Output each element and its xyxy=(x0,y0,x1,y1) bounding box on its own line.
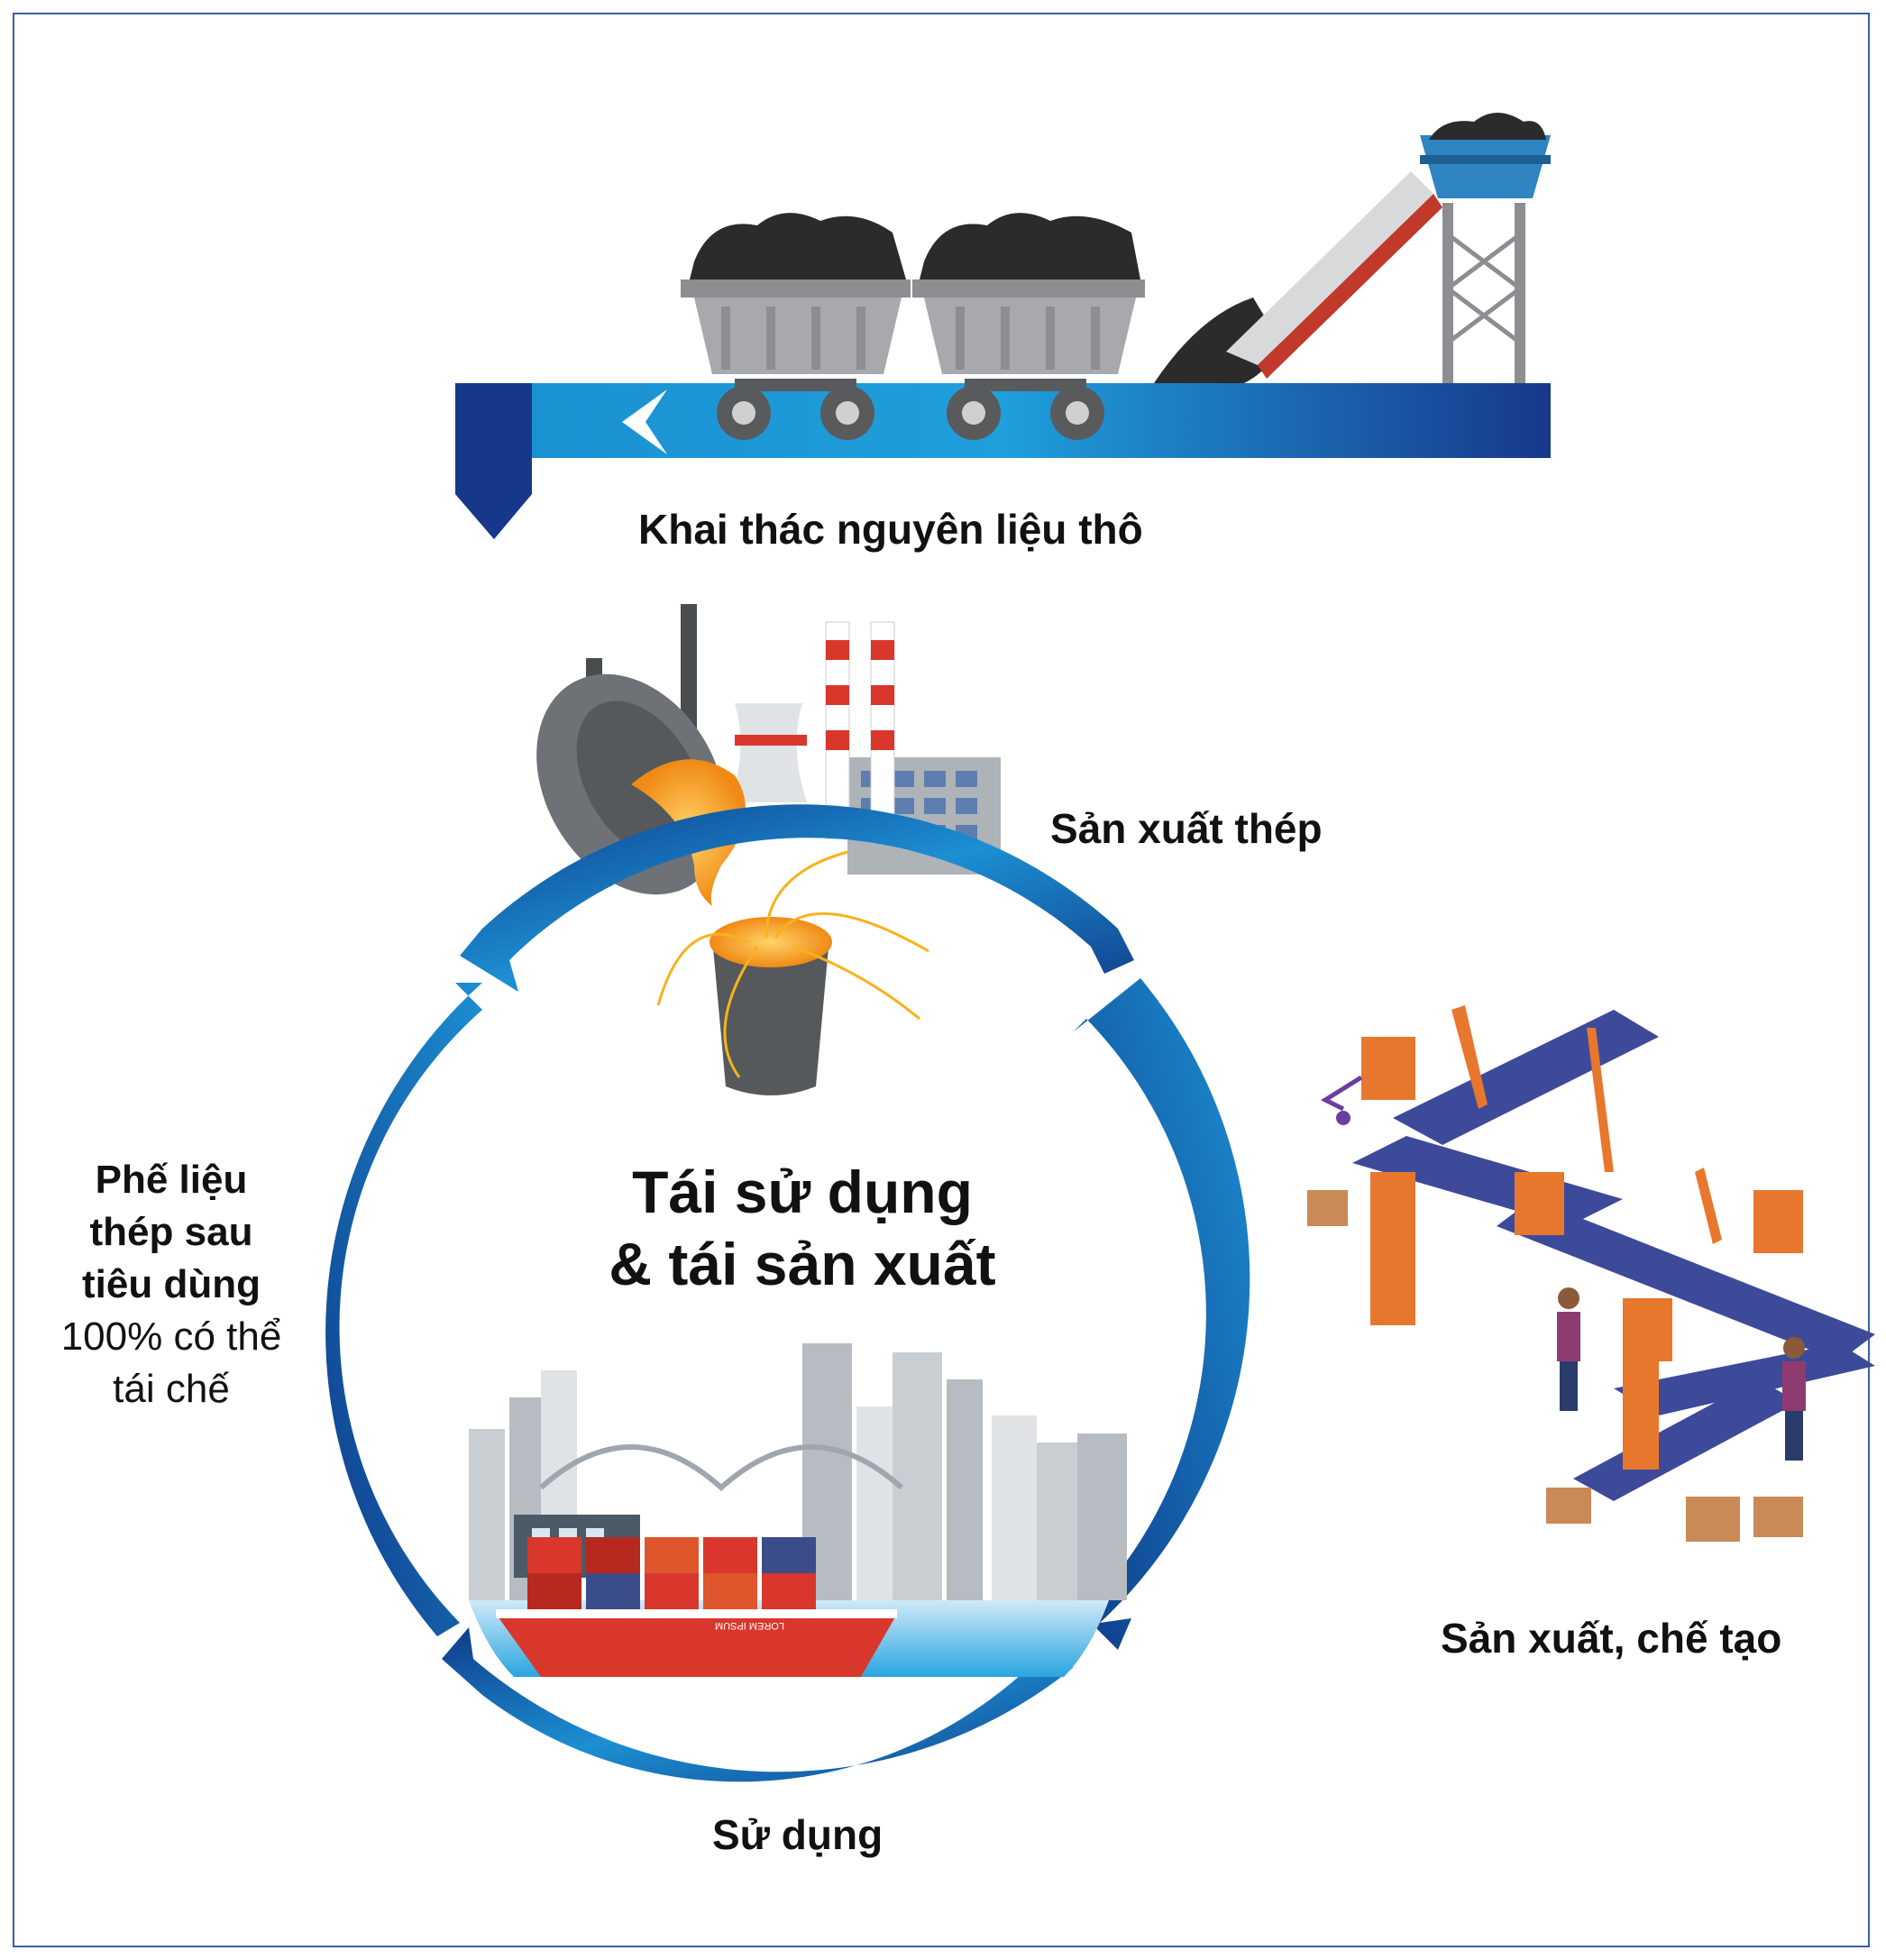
scrap-label-line2: thép sau xyxy=(89,1210,253,1254)
scrap-label: Phế liệu thép sau tiêu dùng 100% có thể … xyxy=(36,1154,307,1415)
coal-conveyor xyxy=(1154,113,1551,383)
center-title: Tái sử dụng & tái sản xuất xyxy=(568,1156,1037,1300)
coal-cart-right xyxy=(912,213,1145,440)
band-arrow-chevron xyxy=(622,389,667,454)
container-ship xyxy=(496,1515,897,1677)
cycle-ring xyxy=(325,804,1250,1782)
diagram-frame xyxy=(13,13,1870,1947)
cycle-arrow-top xyxy=(460,804,1134,992)
stage-label-steel-production: Sản xuất thép xyxy=(1050,805,1323,852)
scrap-label-line1: Phế liệu xyxy=(95,1158,248,1202)
manufacturing-line xyxy=(1307,1005,1875,1542)
stage-label-manufacturing: Sản xuất, chế tạo xyxy=(1441,1615,1782,1662)
cycle-arrow-right xyxy=(1073,978,1250,1650)
stage-label-mining: Khai thác nguyên liệu thô xyxy=(638,506,1143,553)
cycle-arrow-bottom xyxy=(442,1627,1073,1782)
center-title-line2: & tái sản xuất xyxy=(609,1231,996,1297)
coal-cart-left xyxy=(681,213,911,440)
center-title-line1: Tái sử dụng xyxy=(632,1159,973,1225)
stage-label-usage: Sử dụng xyxy=(712,1811,883,1858)
worker-figures xyxy=(1557,1287,1806,1461)
scrap-label-line3: tiêu dùng xyxy=(82,1262,261,1306)
scrap-label-line5: tái chế xyxy=(113,1367,230,1411)
ladle-pouring xyxy=(536,604,929,1095)
cycle-arrow-left xyxy=(325,983,482,1636)
scrap-label-line4: 100% có thể xyxy=(60,1314,282,1359)
